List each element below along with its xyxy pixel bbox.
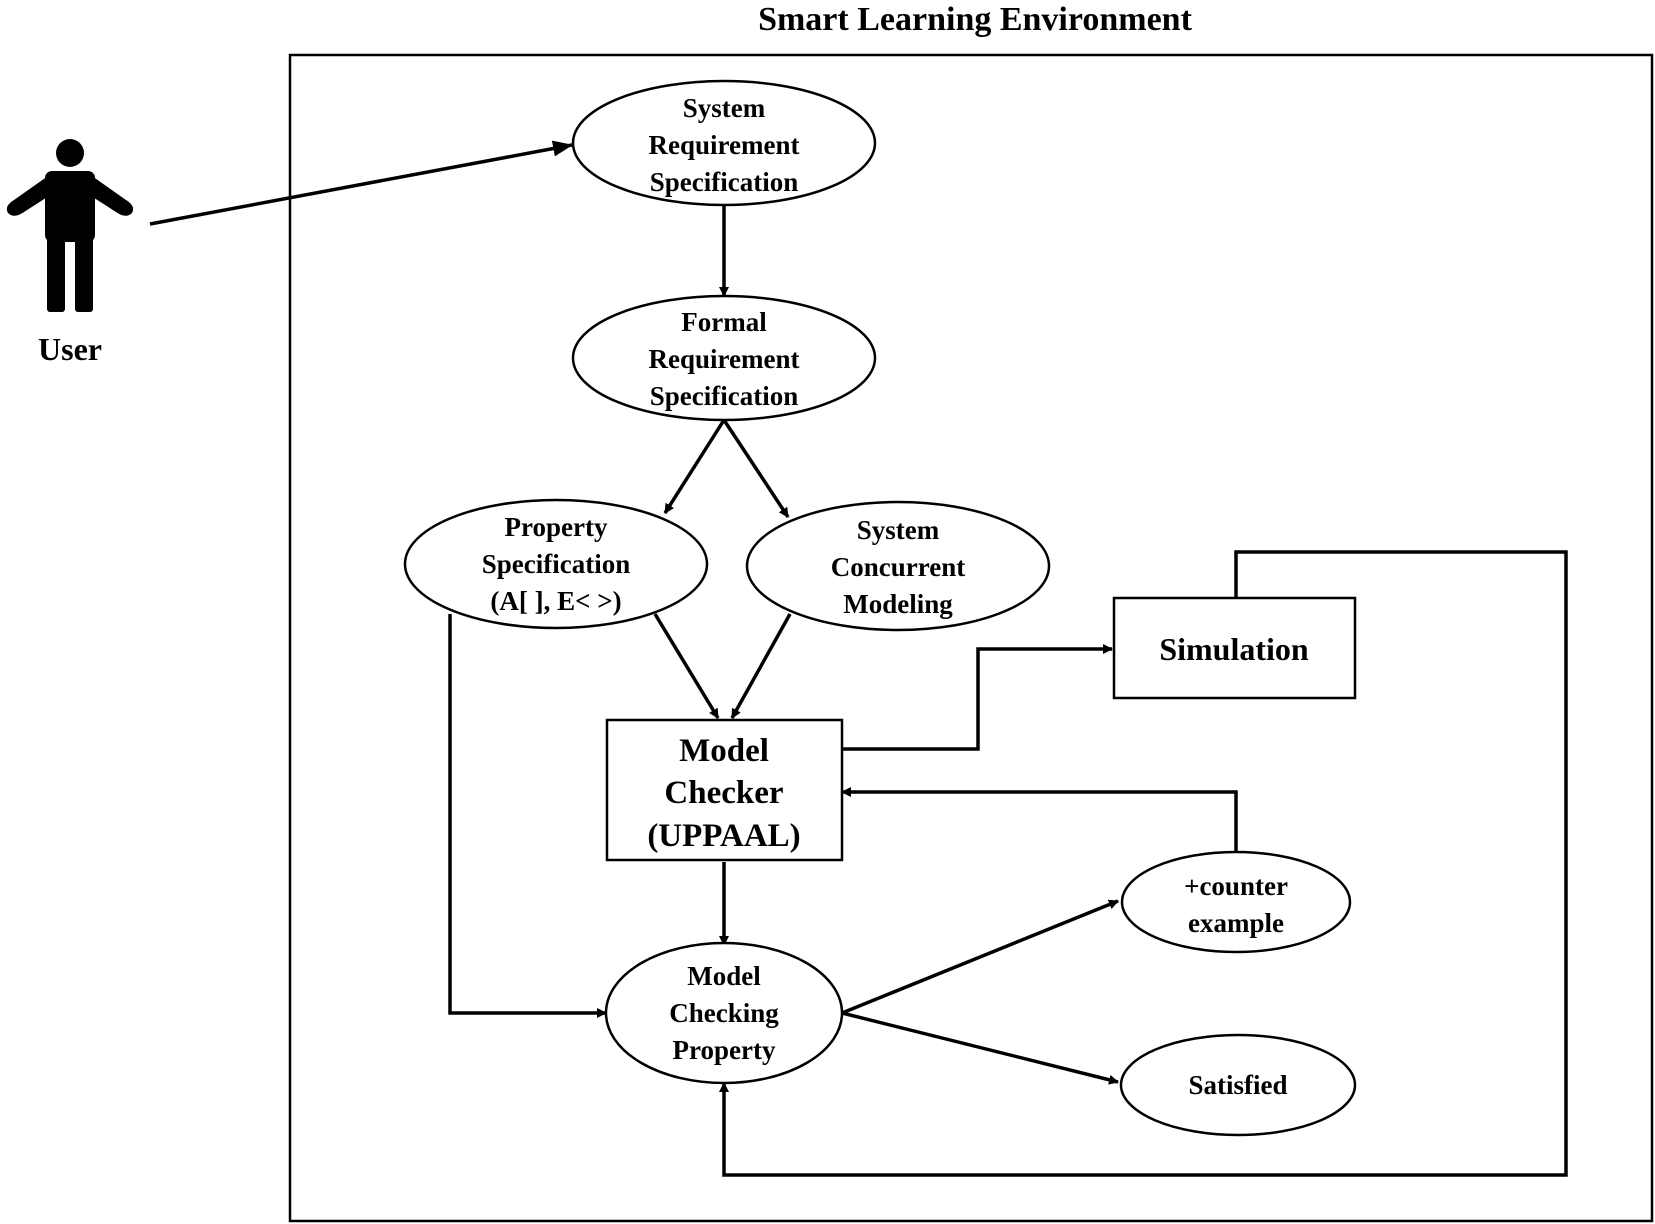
edges [149, 140, 1568, 1177]
environment-boundary [288, 53, 1654, 1223]
edge-simulation-to-checking-property [719, 550, 1568, 1177]
user-label: User [38, 331, 102, 367]
edge-counter-example-to-model-checker [841, 787, 1238, 852]
edge-formal-req-to-concurrent-modeling [722, 419, 790, 518]
edge-property-spec-to-model-checker [653, 613, 720, 719]
edge-model-checker-to-simulation [842, 644, 1113, 751]
node-satisfied: Satisfied [1119, 1033, 1357, 1137]
edge-property-spec-to-checking-property [448, 614, 607, 1018]
person-icon [6, 139, 134, 312]
edge-checking-property-to-satisfied [841, 1011, 1119, 1085]
edge-user-to-system-req [149, 140, 573, 226]
edge-concurrent-modeling-to-model-checker [730, 613, 792, 719]
edge-checking-property-to-counter-example [841, 899, 1119, 1015]
svg-text:Simulation: Simulation [1159, 631, 1309, 667]
svg-text:Satisfied: Satisfied [1188, 1070, 1287, 1100]
edge-formal-req-to-property-spec [663, 419, 726, 514]
node-simulation: Simulation [1112, 596, 1357, 700]
diagram-title: Smart Learning Environment [758, 1, 1193, 38]
